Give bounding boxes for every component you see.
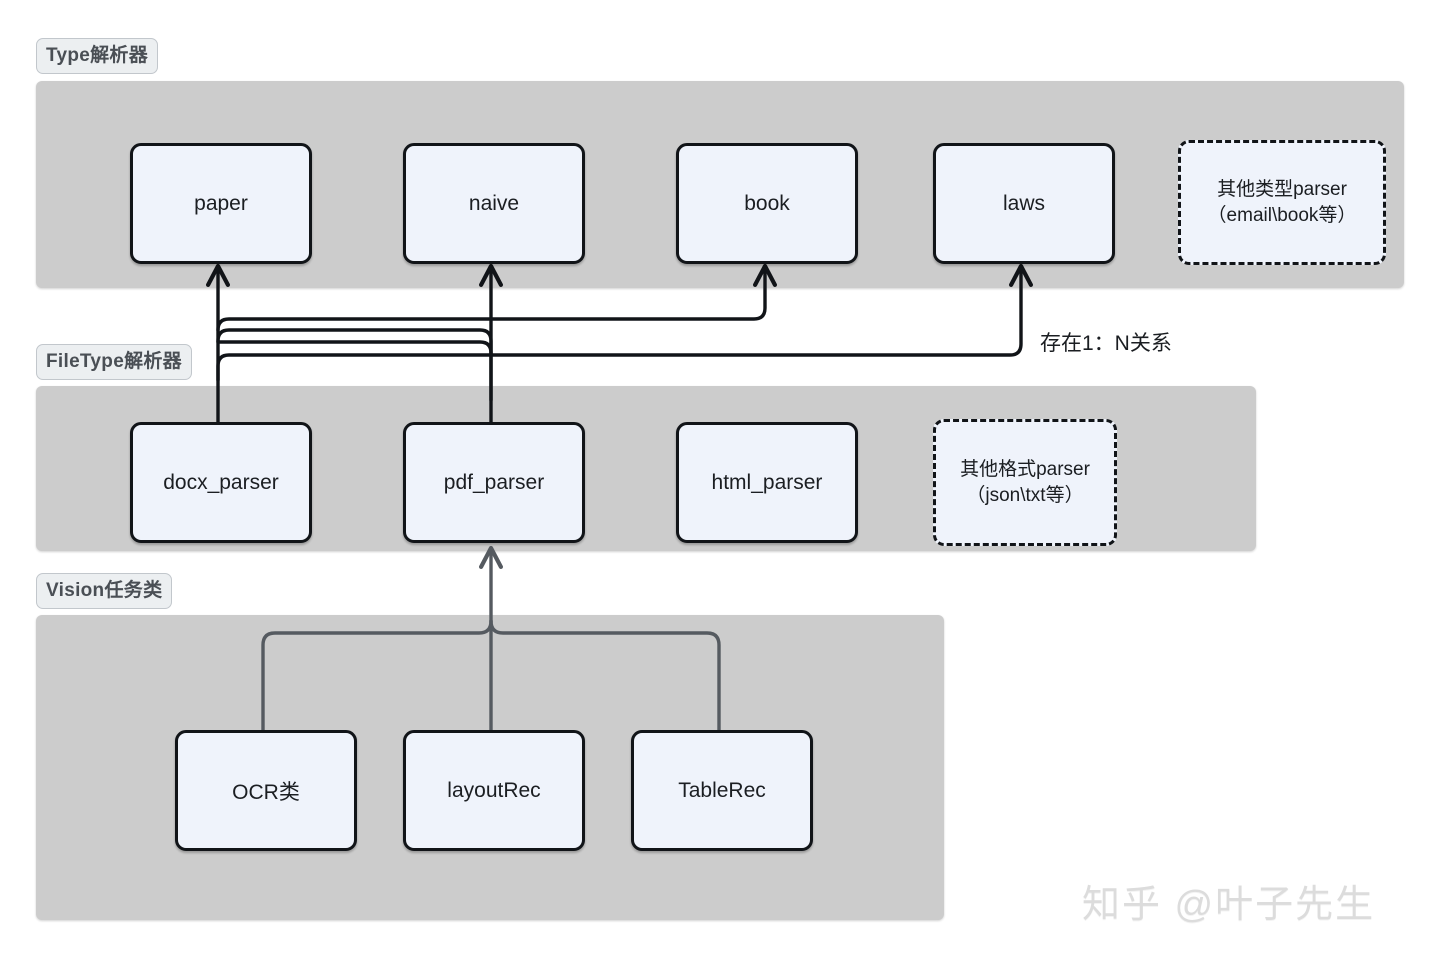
node-book[interactable]: book [676,143,858,264]
group-label-type: Type解析器 [36,38,159,74]
node-label: paper [194,191,248,215]
node-docx-parser[interactable]: docx_parser [130,422,312,543]
node-other-format-parser[interactable]: 其他格式parser （json\txt等） [933,419,1117,546]
node-label: book [744,191,790,215]
node-label: pdf_parser [443,470,545,494]
node-label-line2: （email\book等） [1207,204,1357,226]
node-ocr[interactable]: OCR类 [175,730,357,851]
node-label: laws [1002,191,1045,215]
group-label-filetype: FileType解析器 [36,344,192,380]
node-paper[interactable]: paper [130,143,312,264]
annotation-one-to-n: 存在1：N关系 [1040,332,1172,355]
node-layout-rec[interactable]: layoutRec [403,730,585,851]
node-naive[interactable]: naive [403,143,585,264]
node-laws[interactable]: laws [933,143,1115,264]
group-label-vision: Vision任务类 [36,573,173,609]
node-label: docx_parser [163,470,279,494]
node-label: html_parser [711,470,823,494]
edge-trunk-mid [216,340,493,355]
node-pdf-parser[interactable]: pdf_parser [403,422,585,543]
node-label: TableRec [678,778,766,802]
node-label: layoutRec [447,778,541,802]
node-label-line1: 其他格式parser [960,458,1090,480]
node-label: naive [468,191,520,215]
node-html-parser[interactable]: html_parser [676,422,858,543]
node-label-line1: 其他类型parser [1217,178,1347,200]
node-other-type-parser[interactable]: 其他类型parser （email\book等） [1178,140,1386,265]
watermark: 知乎 @叶子先生 [1082,884,1376,926]
node-table-rec[interactable]: TableRec [631,730,813,851]
node-label-line2: （json\txt等） [966,484,1084,506]
node-label: OCR类 [232,780,300,804]
